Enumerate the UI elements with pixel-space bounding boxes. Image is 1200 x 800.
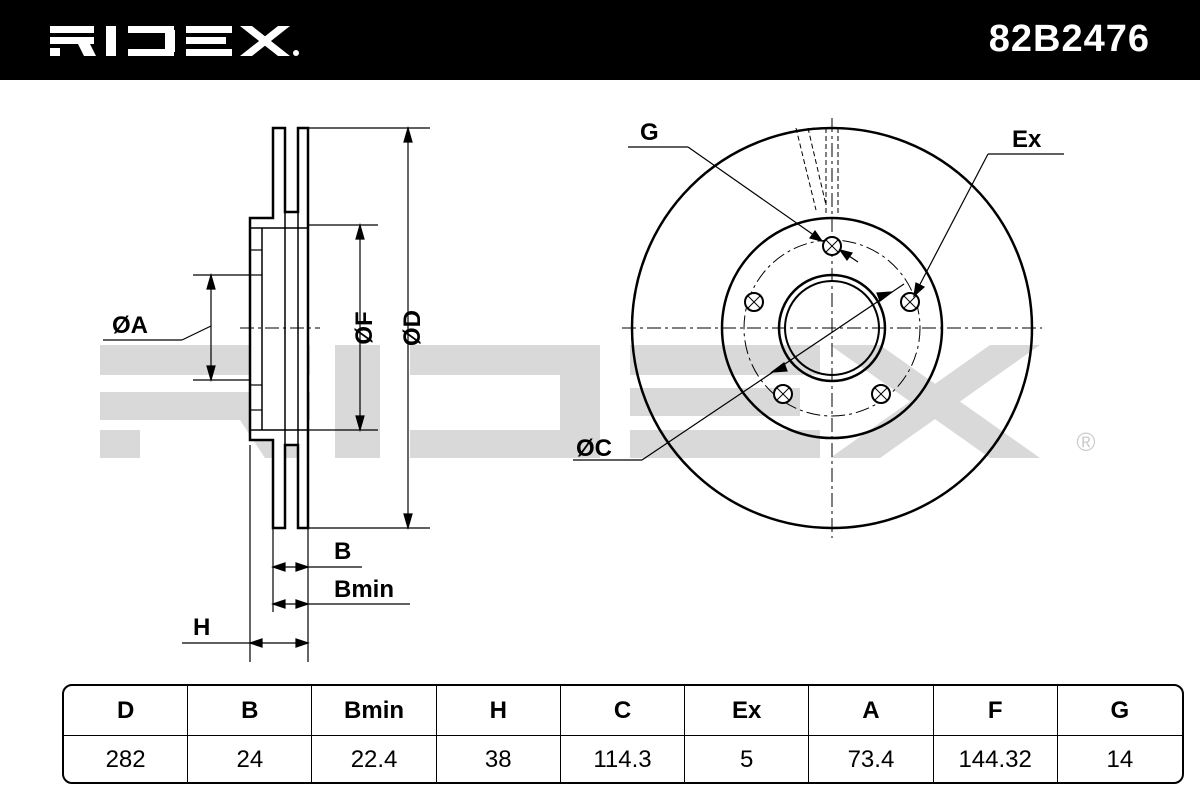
ridex-watermark — [100, 345, 1040, 458]
table-value-ex: 5 — [685, 736, 810, 782]
table-header-bmin: Bmin — [312, 686, 437, 736]
front-view-leaders — [573, 146, 1064, 461]
table-header-a: A — [809, 686, 934, 736]
label-h: H — [193, 614, 210, 641]
side-view-dimensions — [103, 125, 430, 662]
label-a: ØA — [112, 312, 148, 339]
label-ex: Ex — [1012, 126, 1042, 153]
table-value-h: 38 — [437, 736, 561, 782]
table-value-f: 144.32 — [934, 736, 1058, 782]
table-header-g: G — [1057, 686, 1182, 736]
ridex-logo — [50, 26, 299, 56]
bolt-circle — [743, 239, 921, 417]
part-number: 82B2476 — [988, 18, 1150, 60]
technical-drawing: ® — [100, 118, 1096, 662]
label-d: ØD — [399, 310, 426, 346]
section-marks — [795, 127, 839, 215]
label-f: ØF — [351, 311, 378, 344]
table-header-d: D — [64, 686, 189, 736]
table-header-h: H — [436, 686, 561, 736]
bolt-hole — [822, 236, 842, 256]
disc-front-view — [622, 118, 1042, 538]
bolt-hole — [871, 384, 891, 404]
spec-table: D B Bmin H C Ex A F G 282 24 22.4 38 114… — [62, 684, 1184, 784]
bolt-hole — [744, 292, 764, 312]
bolt-holes — [744, 236, 920, 404]
label-bmin: Bmin — [334, 576, 394, 603]
header-bar: 82B2476 — [0, 0, 1200, 80]
table-header-b: B — [188, 686, 313, 736]
bolt-hole — [900, 292, 920, 312]
table-header-c: C — [560, 686, 686, 736]
label-c: ØC — [576, 435, 612, 462]
table-value-g: 14 — [1106, 746, 1134, 773]
registered-mark: ® — [1076, 427, 1095, 457]
table-value-bmin: 22.4 — [312, 736, 437, 782]
bolt-hole — [773, 384, 793, 404]
table-value-b: 24 — [188, 736, 313, 782]
table-value-c: 114.3 — [561, 736, 686, 782]
label-b: B — [334, 538, 351, 565]
label-g: G — [640, 119, 659, 146]
table-header-ex: Ex — [685, 686, 810, 736]
table-value-d: 282 — [64, 736, 189, 782]
table-value-a: 73.4 — [809, 736, 934, 782]
table-header-f: F — [933, 686, 1058, 736]
